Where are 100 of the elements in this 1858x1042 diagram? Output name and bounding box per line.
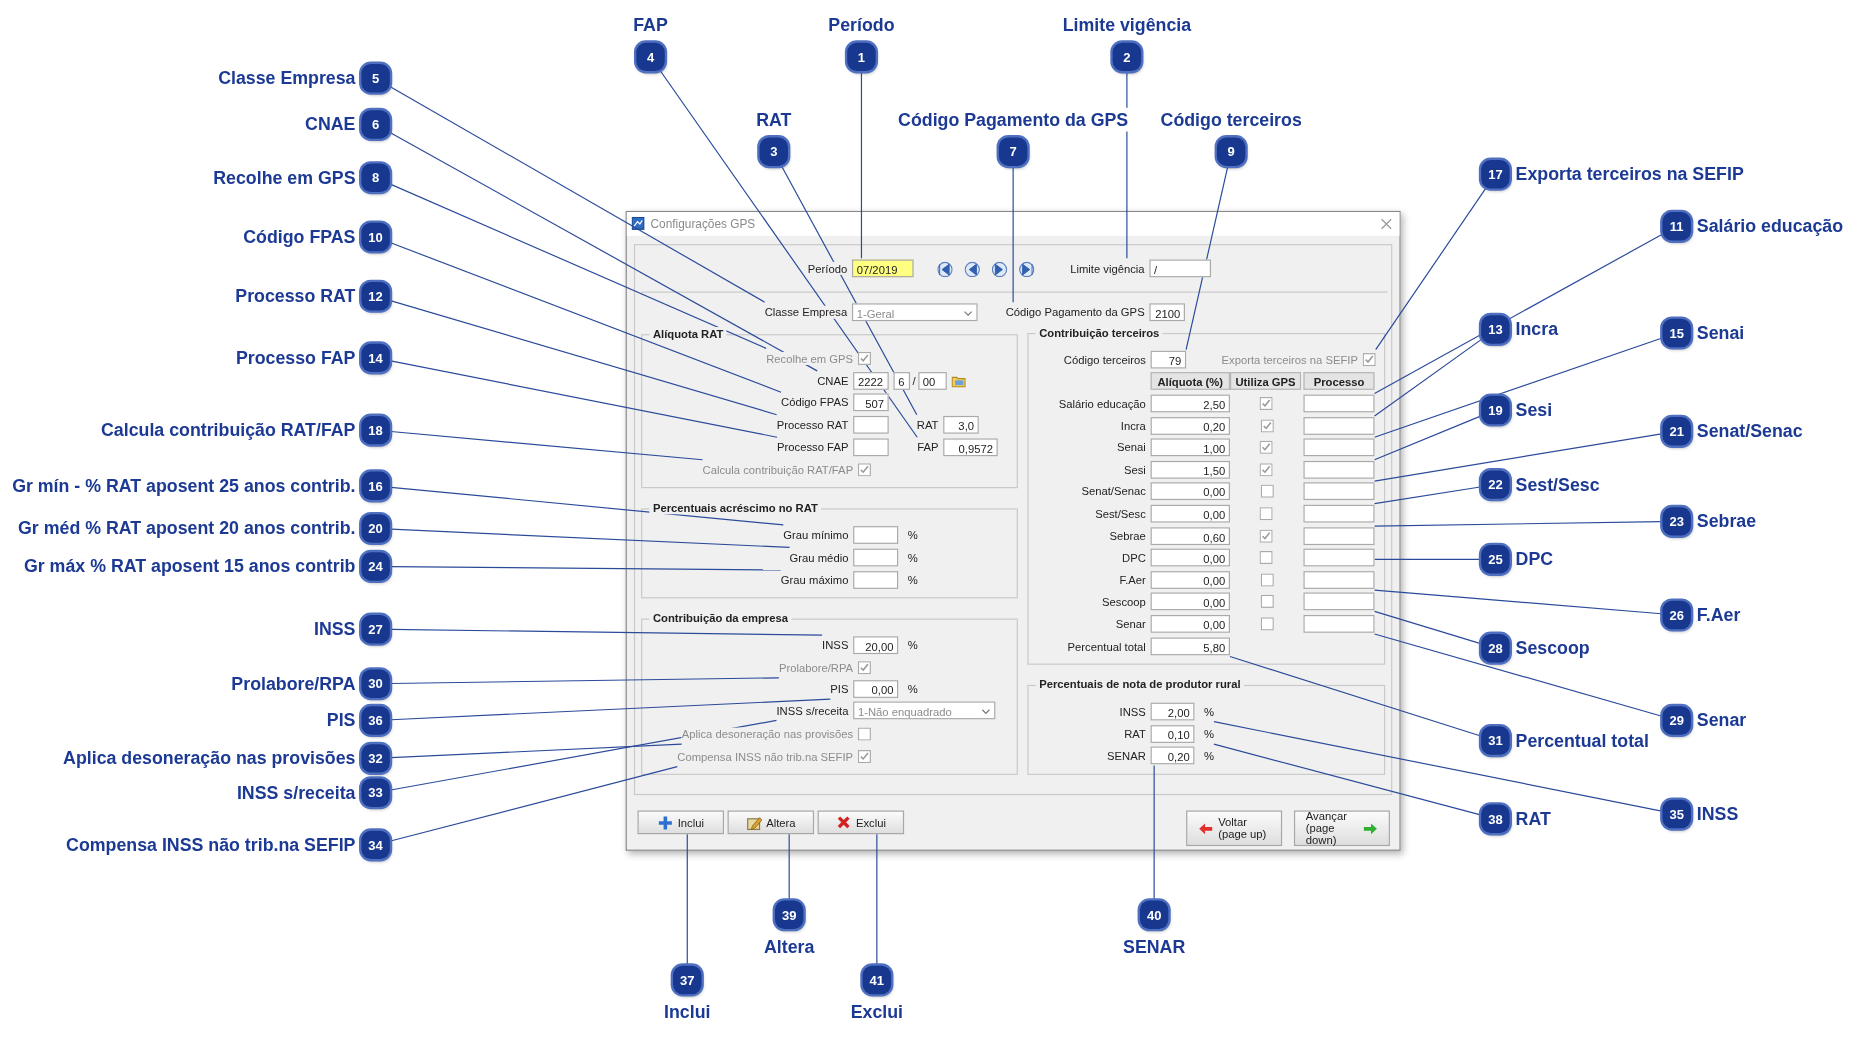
column-header: Alíquota (%) xyxy=(1150,372,1230,390)
unit-label: % xyxy=(1203,705,1214,719)
callout-number: 16 xyxy=(361,471,390,501)
field-label: FAP xyxy=(917,440,939,454)
callout-number: 18 xyxy=(361,415,390,445)
callout-number: 21 xyxy=(1662,417,1691,446)
input-field: 2222 xyxy=(853,372,889,390)
callout-number: 9 xyxy=(1216,137,1246,166)
input-field: 0,10 xyxy=(1150,725,1195,743)
group-heading: Alíquota RAT xyxy=(649,327,727,341)
callout-number: 4 xyxy=(636,42,665,72)
button: Inclui xyxy=(637,810,724,835)
input-field: 0,00 xyxy=(1150,548,1230,567)
callout-number: 25 xyxy=(1481,545,1510,574)
callout-number: 23 xyxy=(1662,507,1691,536)
leader-line xyxy=(390,628,823,636)
field-label: Classe Empresa xyxy=(764,305,848,319)
dialog-window xyxy=(625,210,1401,851)
field-label: Senat/Senac xyxy=(1081,484,1146,498)
unit-label: % xyxy=(907,638,918,652)
window-title: Configurações GPS xyxy=(650,216,756,230)
field-label: RAT xyxy=(1124,727,1146,741)
input-field: 0,00 xyxy=(1150,482,1230,501)
leader-line xyxy=(1373,558,1481,560)
field-label: Sebrae xyxy=(1109,529,1146,543)
field-label: Prolabore/RPA xyxy=(778,661,854,675)
leader-line xyxy=(390,743,683,759)
input-field: 3,0 xyxy=(943,415,979,434)
leader-line xyxy=(1153,764,1155,900)
leader-line xyxy=(860,71,863,259)
button: Avançar (page down) xyxy=(1293,810,1390,847)
callout-label: Código Pagamento da GPS xyxy=(898,107,1129,132)
field-label: Exporta terceiros na SEFIP xyxy=(1221,353,1358,367)
field-label: Código FPAS xyxy=(781,395,849,409)
callout-number: 34 xyxy=(361,830,390,860)
callout-number: 2 xyxy=(1112,42,1142,72)
unit-label: % xyxy=(907,573,918,587)
leader-line xyxy=(788,833,790,900)
group-heading: Percentuais acréscimo no RAT xyxy=(649,501,822,515)
callout-number: 27 xyxy=(361,615,390,644)
callout-number: 17 xyxy=(1481,159,1510,189)
leader-line xyxy=(1373,433,1663,482)
input-field: 2,50 xyxy=(1150,394,1230,413)
callout-number: 8 xyxy=(361,163,390,192)
leader-line xyxy=(1185,166,1229,351)
field-label: F.Aer xyxy=(1119,573,1146,587)
callout-number: 3 xyxy=(759,137,788,166)
leader-line xyxy=(1373,486,1481,505)
callout-number: 31 xyxy=(1481,726,1510,755)
leader-line xyxy=(1373,415,1482,461)
callout-number: 15 xyxy=(1662,318,1691,348)
input-field: 0,00 xyxy=(1150,592,1230,611)
field-label: Processo RAT xyxy=(776,418,849,432)
callout-number: 41 xyxy=(862,965,892,995)
button: Altera xyxy=(727,810,815,835)
leader-line xyxy=(686,833,688,966)
leader-line xyxy=(390,486,784,526)
input-field: 0,9572 xyxy=(943,438,998,457)
input-field: 507 xyxy=(853,393,889,412)
column-header: Processo xyxy=(1303,372,1375,390)
field-label: INSS xyxy=(1119,705,1146,719)
input-field: 2,00 xyxy=(1150,702,1195,721)
separator-text: / xyxy=(912,374,916,388)
column-header: Utiliza GPS xyxy=(1230,372,1302,390)
field-label: Aplica desoneração nas provisões xyxy=(681,727,854,741)
field-label: RAT xyxy=(916,418,939,432)
unit-label: % xyxy=(1203,727,1214,741)
leader-line xyxy=(1373,589,1662,615)
field-label: Incra xyxy=(1120,419,1146,433)
leader-line xyxy=(1126,71,1128,259)
field-label: Grau máximo xyxy=(780,573,849,587)
callout-number: 36 xyxy=(361,706,390,735)
field-label: Grau médio xyxy=(789,551,849,565)
callout-number: 37 xyxy=(673,965,702,995)
unit-label: % xyxy=(1203,748,1214,762)
input-field: 79 xyxy=(1150,350,1187,369)
leader-line xyxy=(876,833,878,966)
input-field: 00 xyxy=(917,372,947,390)
field-label: Sesi xyxy=(1123,463,1146,477)
callout-number: 28 xyxy=(1481,633,1510,663)
field-label: Sest/Sesc xyxy=(1095,507,1146,521)
callout-number: 26 xyxy=(1662,600,1691,630)
dropdown-field: 1-Geral xyxy=(851,303,978,322)
field-label: Processo FAP xyxy=(777,440,849,454)
button: Voltar (page up) xyxy=(1186,810,1283,847)
leader-line xyxy=(1213,721,1663,812)
callout-number: 22 xyxy=(1481,470,1510,499)
unit-label: % xyxy=(907,682,918,696)
input-field: 07/2019 xyxy=(852,259,914,278)
field-label: INSS xyxy=(822,638,849,652)
leader-line xyxy=(1373,633,1663,717)
callout-number: 39 xyxy=(774,900,804,929)
input-field: 0,20 xyxy=(1150,746,1195,765)
field-label: PIS xyxy=(830,682,849,696)
callout-number: 19 xyxy=(1481,395,1510,425)
callout-number: 13 xyxy=(1481,315,1510,344)
callout-number: 40 xyxy=(1139,900,1169,929)
leader-line xyxy=(390,698,831,721)
input-field: 1,50 xyxy=(1150,460,1230,479)
callout-number: 35 xyxy=(1662,799,1691,829)
